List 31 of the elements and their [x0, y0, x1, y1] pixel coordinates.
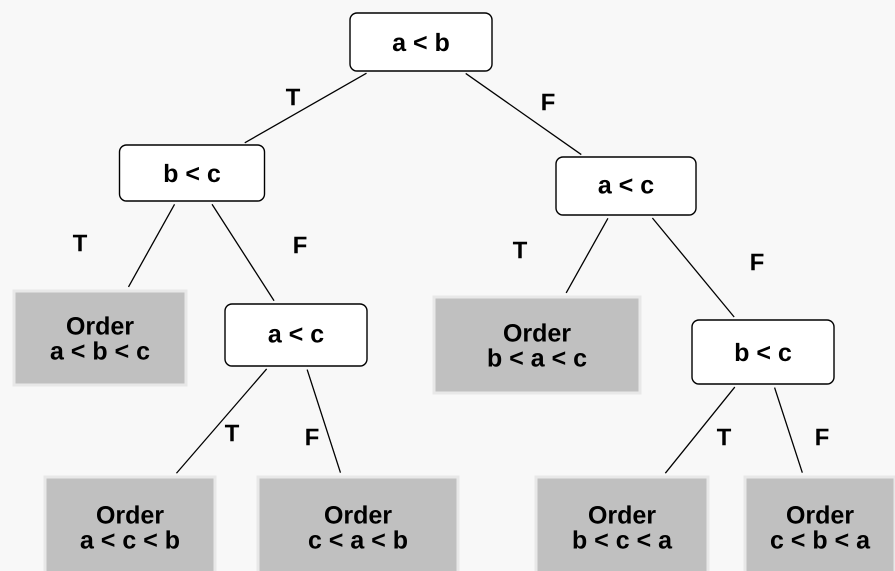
result-box: Order c < b < a: [744, 476, 895, 571]
result-box: Order b < a < c: [432, 296, 642, 394]
edge-label: T: [716, 428, 732, 446]
branch-line: [664, 386, 736, 474]
result-box: Order a < c < b: [44, 476, 216, 571]
edge-label: F: [304, 428, 320, 446]
decision-box: b < c: [691, 319, 835, 385]
decision-box: a < c: [555, 156, 697, 216]
decision-box: b < c: [118, 144, 266, 202]
edge-label: F: [748, 252, 766, 272]
edge-label: F: [814, 428, 830, 446]
branch-line: [566, 218, 608, 294]
result-box: Order c < a < b: [256, 476, 460, 571]
edge-label: T: [224, 424, 240, 442]
result-box: Order b < c < a: [534, 476, 710, 571]
branch-line: [244, 72, 367, 144]
branch-line: [652, 218, 735, 318]
edge-label: T: [72, 234, 88, 252]
edge-label: F: [292, 236, 308, 254]
branch-line: [774, 387, 803, 473]
decision-box: a < c: [224, 303, 368, 367]
branch-line: [306, 369, 342, 473]
result-box: Order a < b < c: [12, 290, 188, 386]
decision-box: a < b: [349, 12, 493, 72]
edge-label: T: [512, 240, 528, 260]
branch-line: [128, 204, 176, 288]
branch-line: [176, 368, 268, 474]
branch-line: [211, 204, 275, 302]
edge-label: F: [540, 92, 556, 112]
branch-line: [465, 72, 582, 156]
edge-label: T: [284, 88, 302, 106]
